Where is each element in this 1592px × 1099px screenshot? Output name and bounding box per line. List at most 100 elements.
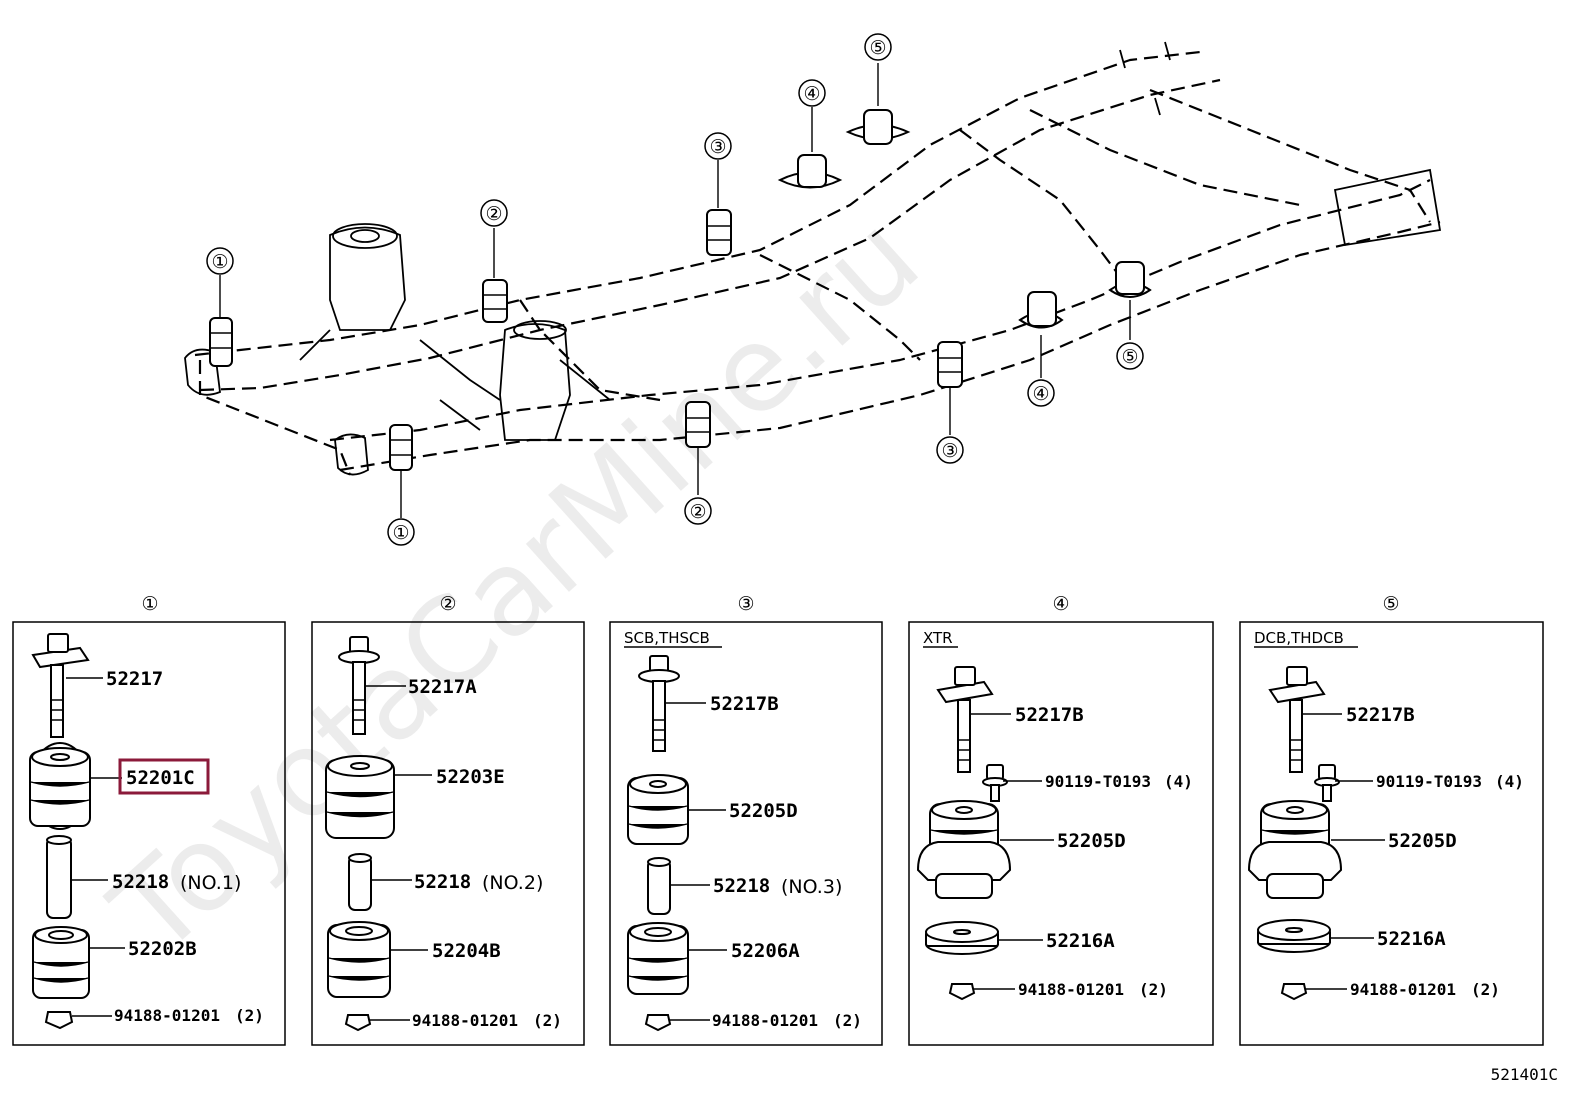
quantity-2: (2) [1139,980,1168,999]
panel-2-box [311,621,585,1046]
part-number-94188-01201[interactable]: 94188-01201 [114,1006,220,1025]
collar-52218-no2[interactable] [348,853,372,911]
cushion-52202B[interactable] [32,926,90,999]
bolt-52217B[interactable] [1268,666,1326,773]
nut-94188-01201[interactable] [1280,983,1308,1001]
quantity-no3: (NO.3) [781,876,842,898]
mount-52205D[interactable] [1247,800,1343,899]
nut-94188-01201[interactable] [948,983,976,1001]
bolt-52217A[interactable] [338,636,380,735]
part-number-94188-01201[interactable]: 94188-01201 [1018,980,1124,999]
rear-crossmember-end [1333,168,1442,247]
callout-label: ④ [803,83,820,105]
coil-tower-left [329,226,406,331]
panel-3-caption: SCB,THSCB [624,629,710,647]
panel-1: ① 52217 52201C 52218 (NO.1) [12,593,286,1046]
nut-94188-01201[interactable] [644,1014,672,1032]
callout-label: ② [689,501,706,523]
part-number-90119-T0193[interactable]: 90119-T0193 [1376,772,1482,791]
bolt-52217B[interactable] [638,655,680,752]
highlight-box [118,758,210,795]
callout-5-left: ⑤ [864,33,892,61]
mount-4-left [777,107,843,189]
nut-94188-01201[interactable] [44,1011,74,1030]
cushion-52205D[interactable] [627,774,689,845]
part-number-52218[interactable]: 52218 [713,875,770,897]
part-number-52216A[interactable]: 52216A [1046,930,1115,952]
frame-rail-left [194,50,1201,357]
mount-5-right [1108,261,1152,340]
washer-52216A[interactable] [925,921,999,955]
cross-member-2 [759,254,921,361]
cushion-52204B[interactable] [327,921,391,998]
mount-52205D[interactable] [916,800,1012,899]
part-number-52201C[interactable]: 52201C [126,767,195,789]
cross-member-front [198,360,352,476]
mount-1-left [209,275,233,367]
part-number-52205D[interactable]: 52205D [1388,830,1457,852]
overview-callouts: ① ① ② ② ③ ③ ④ ④ ⑤ ⑤ [206,33,1144,546]
cushion-52201C[interactable] [29,742,91,830]
panel-2: ② 52217A 52203E 52218 (NO.2) [311,593,585,1046]
callout-label: ③ [709,136,726,158]
part-number-52218[interactable]: 52218 [112,871,169,893]
panel-4-caption: XTR [923,629,953,647]
collar-52218-no1[interactable] [46,835,72,919]
part-number-94188-01201[interactable]: 94188-01201 [412,1011,518,1030]
part-number-52217B[interactable]: 52217B [1346,704,1415,726]
part-number-52203E[interactable]: 52203E [436,766,505,788]
part-number-90119-T0193[interactable]: 90119-T0193 [1045,772,1151,791]
part-number-52205D[interactable]: 52205D [1057,830,1126,852]
part-number-52205D[interactable]: 52205D [729,800,798,822]
frame-horn-left [184,348,221,396]
panel-3-box [609,621,883,1046]
quantity-4: (4) [1164,772,1193,791]
nut-94188-01201[interactable] [344,1014,372,1032]
callout-1-right: ① [387,518,415,546]
panel-5: ⑤ DCB,THDCB 52217B 90119-T0193 (4) [1239,593,1544,1046]
mount-2-left [482,228,508,323]
bolt-90119-T0193[interactable] [982,764,1008,802]
callout-2-left: ② [480,199,508,227]
part-number-94188-01201[interactable]: 94188-01201 [712,1011,818,1030]
callout-label: ① [392,522,409,544]
callout-label: ④ [1032,383,1049,405]
part-number-94188-01201[interactable]: 94188-01201 [1350,980,1456,999]
part-number-52217B[interactable]: 52217B [1015,704,1084,726]
callout-4-left: ④ [798,79,826,107]
part-number-52217A[interactable]: 52217A [408,676,477,698]
part-number-52206A[interactable]: 52206A [731,940,800,962]
part-number-52217B[interactable]: 52217B [710,693,779,715]
bolt-52217[interactable] [31,633,90,738]
callout-3-left: ③ [704,132,732,160]
cushion-52203E[interactable] [325,755,395,839]
mount-2-right [685,401,711,495]
bolt-52217B[interactable] [936,666,994,773]
cross-member-mid [1029,109,1301,207]
panel-1-box [12,621,286,1046]
part-number-52216A[interactable]: 52216A [1377,928,1446,950]
callout-label: ⑤ [1121,346,1138,368]
part-number-52218[interactable]: 52218 [414,871,471,893]
bolt-90119-T0193[interactable] [1314,764,1340,802]
callout-label: ② [485,203,502,225]
panel-5-box [1239,621,1544,1046]
mount-3-right [937,341,963,435]
cushion-52206A[interactable] [627,922,689,995]
part-number-52217[interactable]: 52217 [106,668,163,690]
panel-3-number: ③ [737,593,754,615]
collar-52218-no3[interactable] [647,857,671,915]
frame-rail-right-inner [339,220,1441,472]
panel-2-number: ② [439,593,456,615]
part-number-52204B[interactable]: 52204B [432,940,501,962]
washer-52216A[interactable] [1257,919,1331,953]
quantity-no2: (NO.2) [482,872,543,894]
callout-label: ③ [941,440,958,462]
callout-1-left: ① [206,247,234,275]
panel-4-box [908,621,1214,1046]
part-number-52202B[interactable]: 52202B [128,938,197,960]
mount-1-right [389,424,413,518]
panel-1-number: ① [141,593,158,615]
panel-3: ③ SCB,THSCB 52217B 52205D 52218 (NO.3) [609,593,883,1046]
